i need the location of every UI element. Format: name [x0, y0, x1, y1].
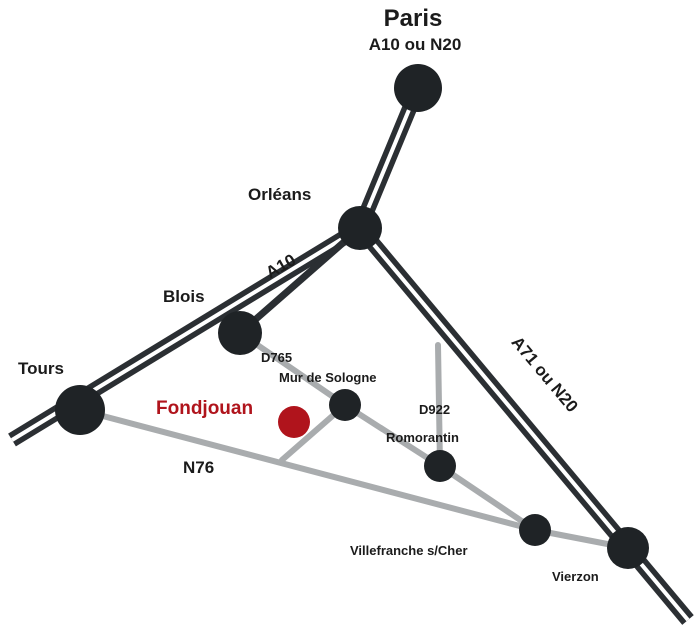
city-marker-blois[interactable]: [218, 311, 262, 355]
city-marker-romorantin[interactable]: [424, 450, 456, 482]
city-markers: [55, 64, 649, 569]
label-romorantin: Romorantin: [386, 430, 459, 445]
road-n76: [77, 407, 538, 533]
road-mur-romorantin: [342, 402, 443, 469]
label-tours: Tours: [18, 359, 64, 378]
road-romorantin-villefranche: [437, 463, 538, 533]
label-villefranche: Villefranche s/Cher: [350, 543, 468, 558]
road-d922: [435, 342, 443, 469]
label-blois: Blois: [163, 287, 205, 306]
label-n76: N76: [183, 458, 214, 477]
label-a71: A71 ou N20: [508, 333, 582, 416]
label-d765: D765: [261, 350, 292, 365]
label-paris-road: A10 ou N20: [369, 35, 462, 54]
city-marker-vierzon[interactable]: [607, 527, 649, 569]
label-vierzon: Vierzon: [552, 569, 599, 584]
city-marker-orleans[interactable]: [338, 206, 382, 250]
city-marker-villefranche[interactable]: [519, 514, 551, 546]
road-blois-orleans-link: [237, 225, 363, 336]
destination-marker-fondjouan[interactable]: [278, 406, 310, 438]
label-mur-de-sologne: Mur de Sologne: [279, 370, 377, 385]
label-paris: Paris: [384, 5, 443, 32]
label-orleans: Orléans: [248, 185, 311, 204]
road-paris-orleans: [358, 87, 420, 229]
label-fondjouan: Fondjouan: [156, 398, 253, 419]
city-marker-tours[interactable]: [55, 385, 105, 435]
city-marker-mur-de-sologne[interactable]: [329, 389, 361, 421]
label-d922: D922: [419, 402, 450, 417]
city-marker-paris[interactable]: [394, 64, 442, 112]
